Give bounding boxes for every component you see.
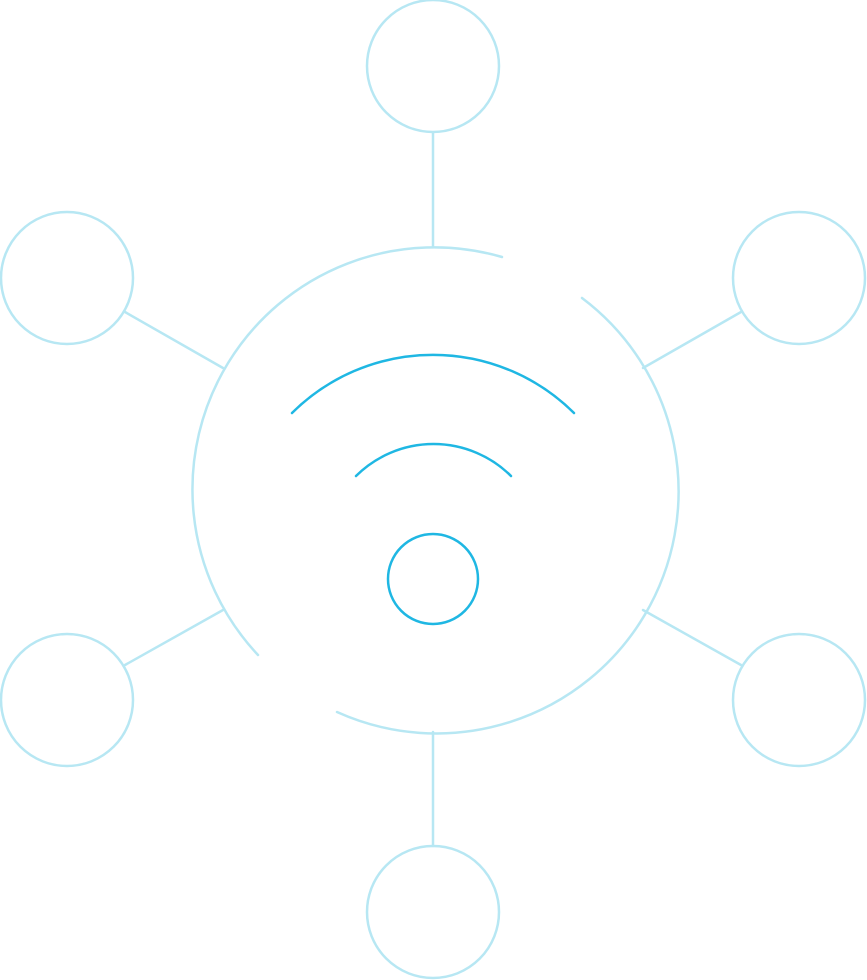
hub-ring-main-arc xyxy=(335,296,680,735)
connector-lower-left xyxy=(123,608,225,667)
node-upper-right xyxy=(731,210,867,346)
connector-upper-right xyxy=(641,310,743,370)
signal-arc-outer xyxy=(290,353,576,415)
node-lower-left xyxy=(0,632,135,768)
node-lower-right xyxy=(731,632,867,768)
node-top xyxy=(365,0,501,134)
hub-ring-upper-arc xyxy=(191,246,504,657)
connector-lower-right xyxy=(641,608,743,667)
node-upper-left xyxy=(0,210,135,346)
signal-dot xyxy=(386,532,480,626)
connector-upper-left xyxy=(123,310,225,370)
node-bottom xyxy=(365,844,501,980)
signal-arc-inner xyxy=(354,442,513,478)
